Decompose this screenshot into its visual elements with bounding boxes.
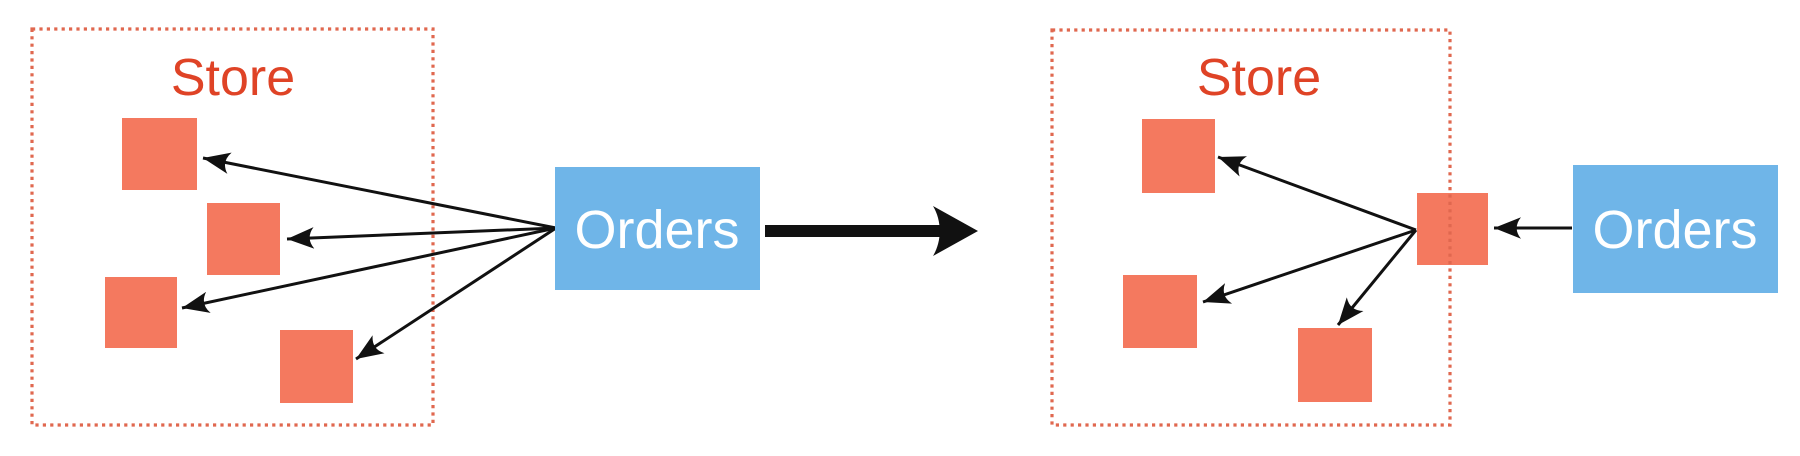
transition-arrow [765, 206, 978, 256]
left-store-square-4 [280, 330, 353, 403]
left-orders-box [555, 167, 760, 290]
right-dispatcher-square [1417, 193, 1488, 265]
left-order-arrow-3 [181, 226, 557, 313]
right-store-boundary [1050, 28, 1452, 427]
right-dispatch-arrow-2 [1202, 228, 1417, 304]
right-dispatch-arrow-1 [1217, 155, 1417, 232]
left-store-square-3 [105, 277, 177, 348]
right-store-group: Store Orders [1050, 28, 1778, 427]
left-store-label: Store [171, 49, 295, 107]
left-store-square-1 [122, 118, 197, 190]
right-dispatch-arrow-3 [1336, 229, 1418, 326]
transition-arrowhead-icon [933, 206, 978, 256]
right-store-square-1 [1142, 119, 1215, 193]
left-order-arrow-2 [286, 226, 557, 249]
right-store-square-2 [1123, 275, 1197, 348]
left-store-boundary [30, 27, 435, 427]
right-orders-box [1573, 165, 1778, 293]
right-store-square-3 [1298, 328, 1372, 402]
left-order-arrow-4 [355, 226, 557, 361]
left-order-arrow-1 [202, 152, 557, 230]
left-store-group: Store Orders [30, 27, 760, 427]
right-orders-label: Orders [1592, 200, 1757, 260]
right-store-label: Store [1197, 49, 1321, 107]
left-store-square-2 [207, 203, 280, 275]
left-orders-label: Orders [574, 200, 739, 260]
